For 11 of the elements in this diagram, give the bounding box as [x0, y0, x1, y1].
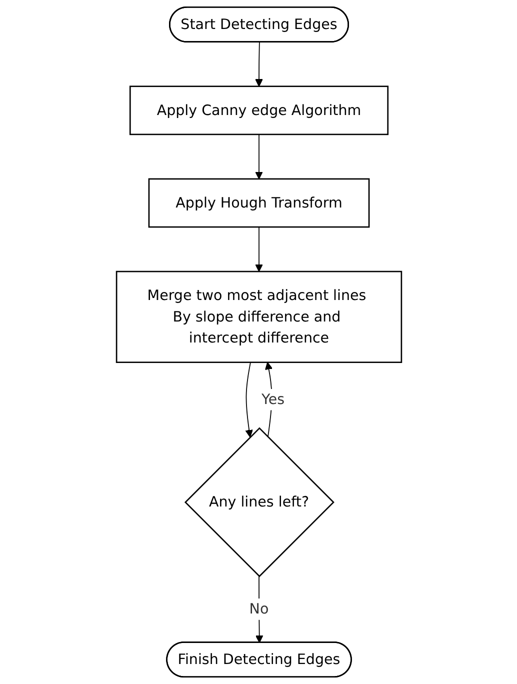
node-box: Apply Canny edge Algorithm — [128, 86, 388, 136]
arrow — [264, 362, 272, 438]
edge-label: Yes — [261, 390, 284, 408]
node-diamond: Any lines left? — [184, 427, 334, 578]
arrow — [244, 362, 252, 438]
node-box: Apply Hough Transform — [148, 178, 370, 228]
node-box: Merge two most adjacent lines By slope difference and intercept difference — [115, 270, 402, 363]
edge-label: No — [248, 600, 268, 618]
arrow — [254, 226, 262, 272]
arrow — [254, 42, 262, 87]
arrow — [254, 134, 262, 180]
